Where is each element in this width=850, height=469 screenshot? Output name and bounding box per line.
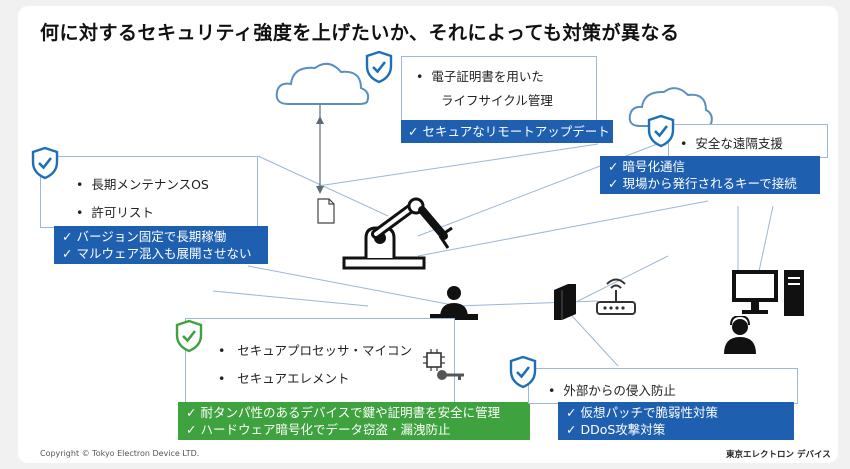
- lifecycle-item-2: ライフサイクル管理: [441, 93, 553, 108]
- lifecycle-item-1: • 電子証明書を用いた: [416, 69, 544, 84]
- malware-block-text: ✓ マルウェア混入も展開させない: [62, 246, 252, 261]
- shield-icon: [365, 50, 393, 84]
- support-person-icon: [724, 316, 756, 354]
- secure-remote-update-bar: ✓ セキュアなリモートアップデート: [401, 120, 613, 143]
- intrusion-prevention-item: • 外部からの侵入防止: [548, 383, 676, 398]
- lifecycle-card: [401, 56, 597, 128]
- document-icon: [317, 198, 335, 224]
- secure-element-item: • セキュアエレメント: [218, 371, 350, 386]
- secure-processor-card: [185, 318, 455, 404]
- remote-support-bars: ✓ 暗号化通信 ✓ 現場から発行されるキーで接続: [600, 156, 820, 194]
- shield-icon: [509, 355, 537, 389]
- long-term-os-item: • 長期メンテナンスOS: [76, 177, 209, 192]
- shield-icon: [175, 319, 203, 353]
- secure-processor-item: • セキュアプロセッサ・マイコン: [218, 343, 413, 358]
- router-icon: [596, 278, 636, 315]
- remote-support-item: • 安全な遠隔支援: [680, 136, 783, 151]
- gateway-box-icon: [554, 284, 576, 320]
- slide: • 電子証明書を用いた ライフサイクル管理 ✓ セキュアなリモートアップデート …: [18, 6, 838, 463]
- chip-icon: [423, 349, 445, 371]
- copyright: Copyright © Tokyo Electron Device LTD.: [40, 449, 200, 458]
- computer-icon: [732, 270, 804, 316]
- brand-logo: 東京エレクトロン デバイス: [726, 450, 831, 460]
- long-term-bars: ✓ バージョン固定で長期稼働 ✓ マルウェア混入も展開させない: [54, 226, 268, 264]
- ddos-text: ✓ DDoS攻撃対策: [566, 422, 666, 437]
- secure-device-bars: ✓ 耐タンパ性のあるデバイスで鍵や証明書を安全に管理 ✓ ハードウェア暗号化でデ…: [178, 402, 530, 440]
- cloud-icon: [628, 87, 713, 127]
- allowlist-item: • 許可リスト: [76, 205, 154, 220]
- robot-arm-icon: [342, 197, 453, 270]
- shield-icon: [31, 146, 59, 180]
- long-term-os-card: [40, 156, 258, 228]
- intrusion-bars: ✓ 仮想パッチで脆弱性対策 ✓ DDoS攻撃対策: [558, 402, 794, 440]
- shield-icon: [647, 114, 675, 148]
- key-icon: [437, 370, 464, 380]
- cloud-icon: [275, 62, 370, 105]
- version-fixed-text: ✓ バージョン固定で長期稼働: [62, 229, 227, 244]
- page-title: 何に対するセキュリティ強度を上げたいか、それによっても対策が異なる: [40, 22, 680, 44]
- operator-icon: [430, 286, 478, 320]
- hw-encryption-text: ✓ ハードウェア暗号化でデータ窃盗・漏洩防止: [186, 422, 451, 437]
- encrypted-comm-text: ✓ 暗号化通信: [608, 159, 685, 174]
- tamper-resistant-text: ✓ 耐タンパ性のあるデバイスで鍵や証明書を安全に管理: [186, 405, 501, 420]
- connector-lines: [212, 101, 774, 367]
- key-connect-text: ✓ 現場から発行されるキーで接続: [608, 176, 797, 191]
- virtual-patch-text: ✓ 仮想パッチで脆弱性対策: [566, 405, 718, 420]
